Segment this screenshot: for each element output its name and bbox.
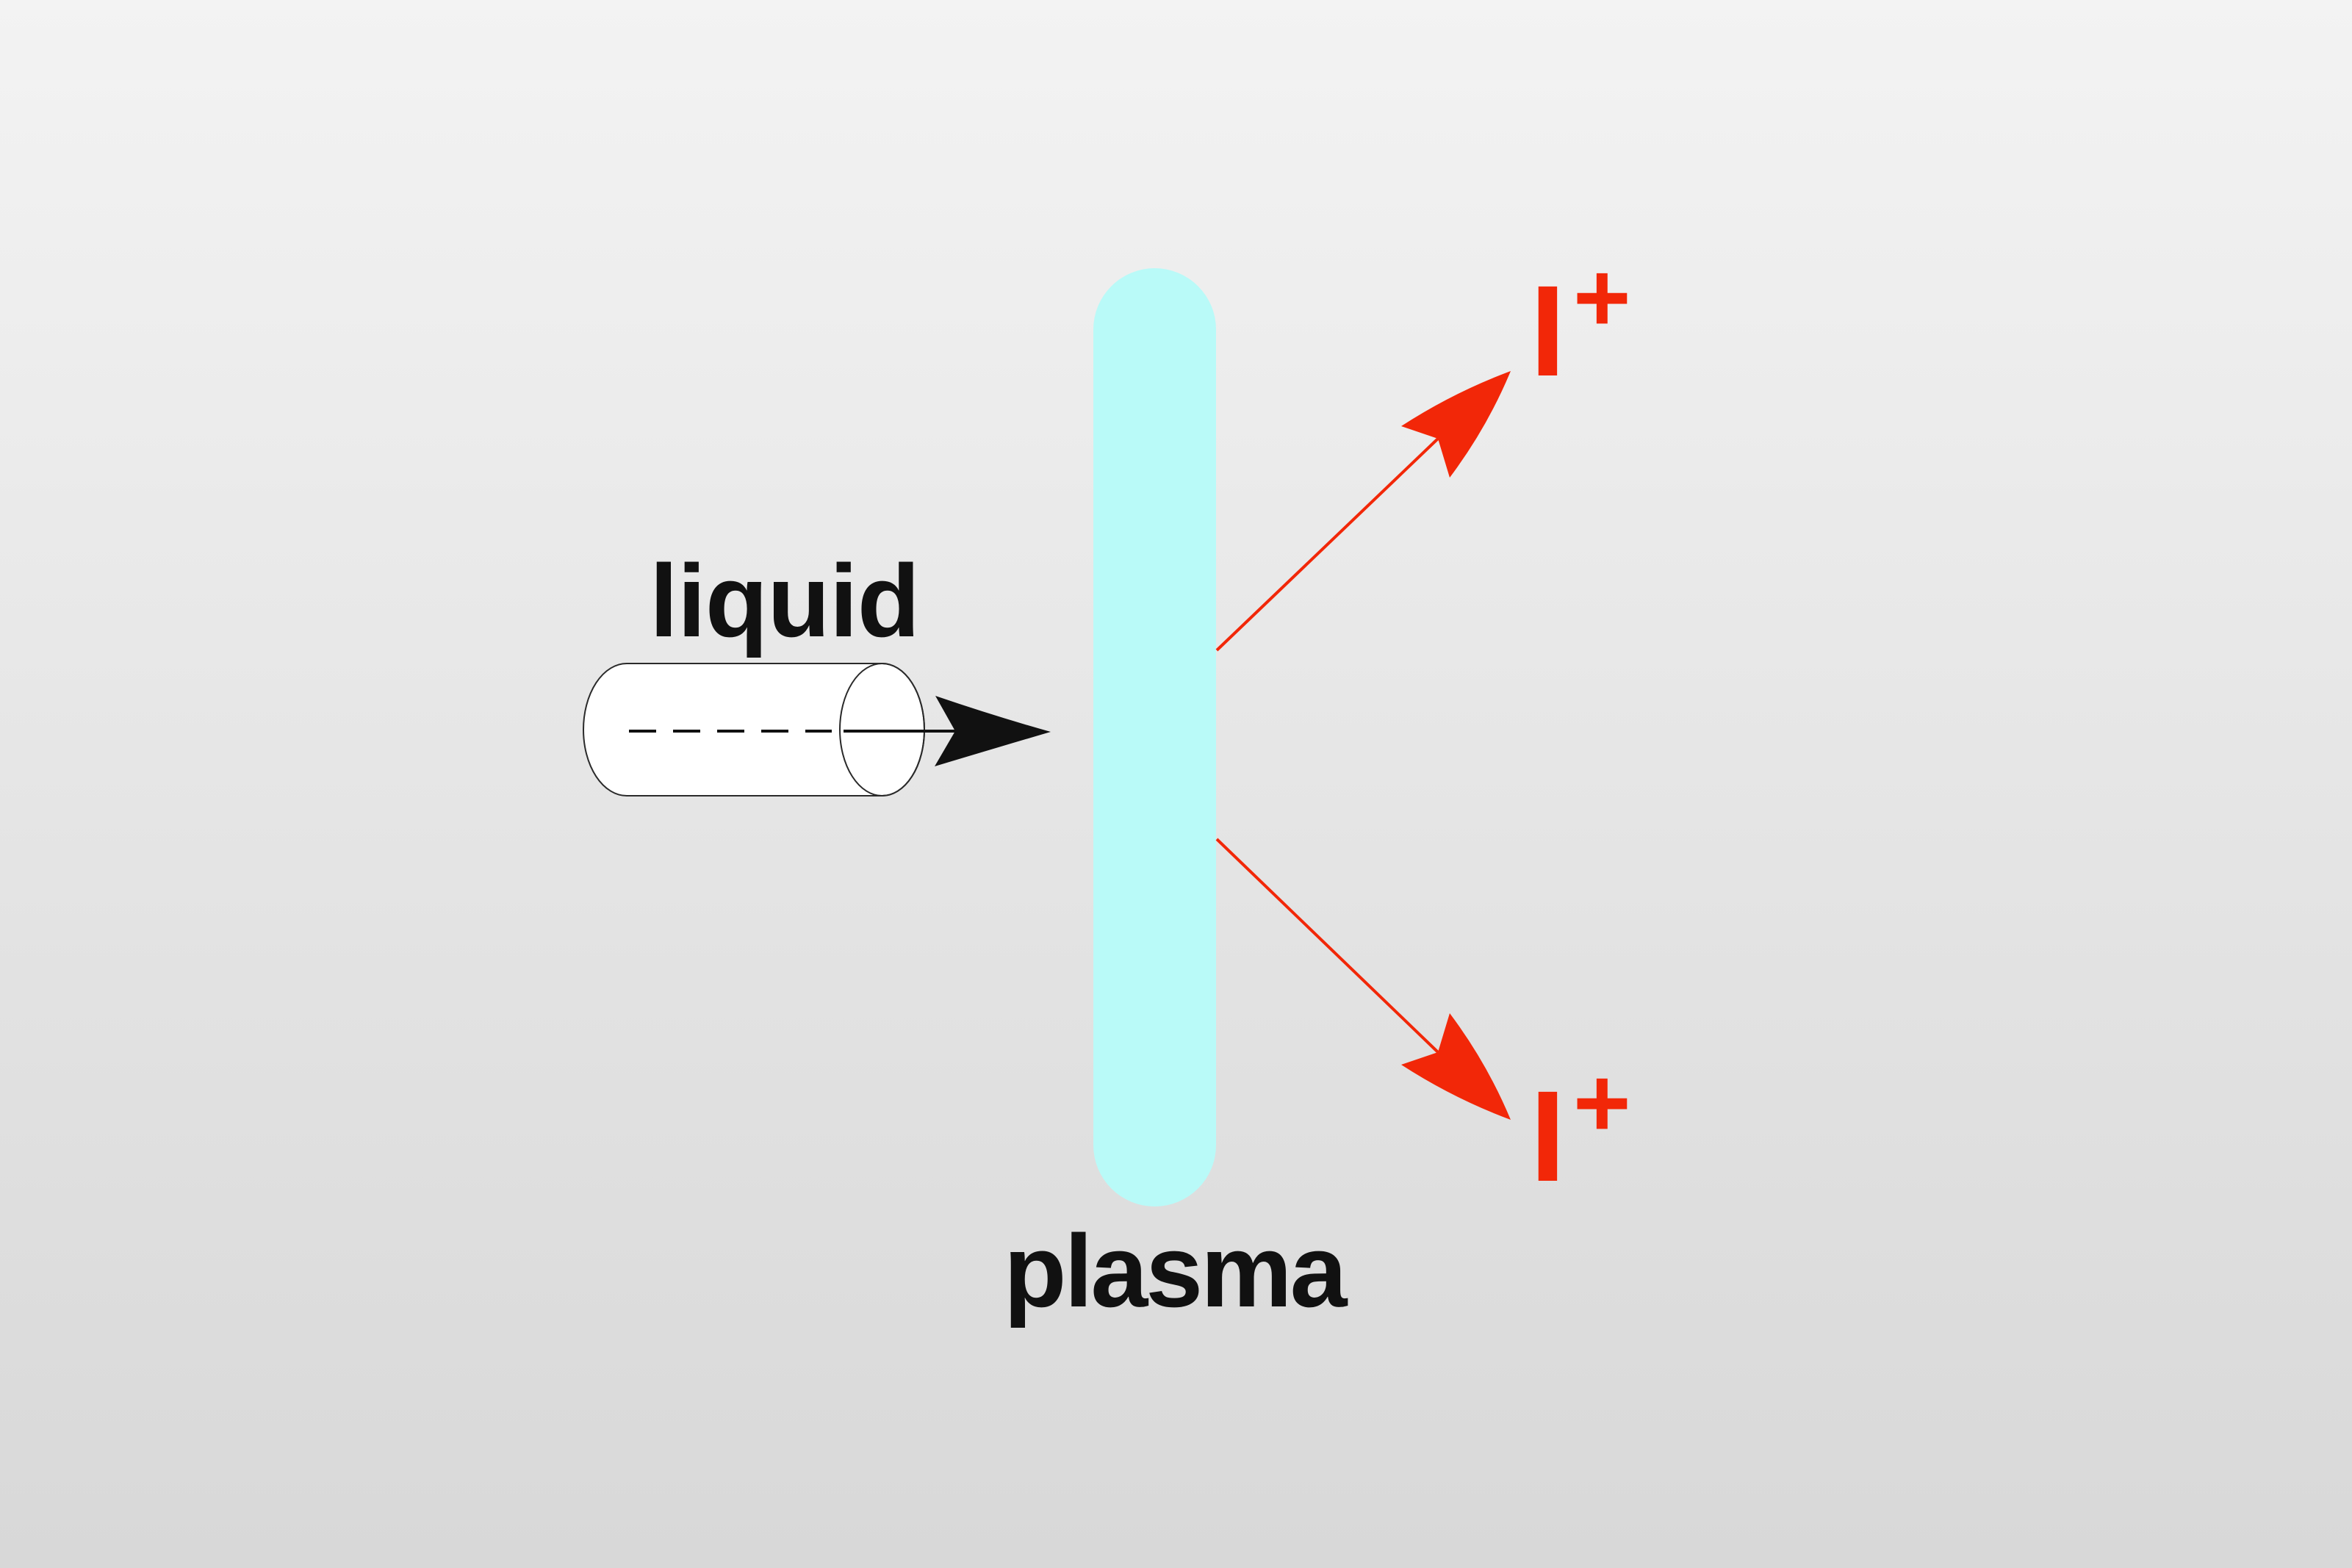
jet-arrowhead-icon — [935, 696, 1051, 766]
ion-charge-superscript: + — [1572, 1047, 1631, 1158]
ion-symbol: I — [1530, 259, 1566, 403]
ion-trajectory-line-top — [1215, 437, 1439, 652]
ion-trajectory-line-bottom — [1215, 838, 1439, 1054]
ion-arrowhead-icon-top — [1401, 371, 1511, 478]
plasma-bar — [1093, 268, 1216, 1206]
ion-label-bottom: I+ — [1530, 1053, 1631, 1201]
ion-label-top: I+ — [1530, 248, 1631, 396]
ion-arrowhead-icon-bottom — [1401, 1013, 1511, 1120]
liquid-label: liquid — [650, 543, 920, 658]
ion-symbol: I — [1530, 1065, 1566, 1209]
ion-charge-superscript: + — [1572, 242, 1631, 353]
plasma-label: plasma — [1004, 1213, 1347, 1328]
